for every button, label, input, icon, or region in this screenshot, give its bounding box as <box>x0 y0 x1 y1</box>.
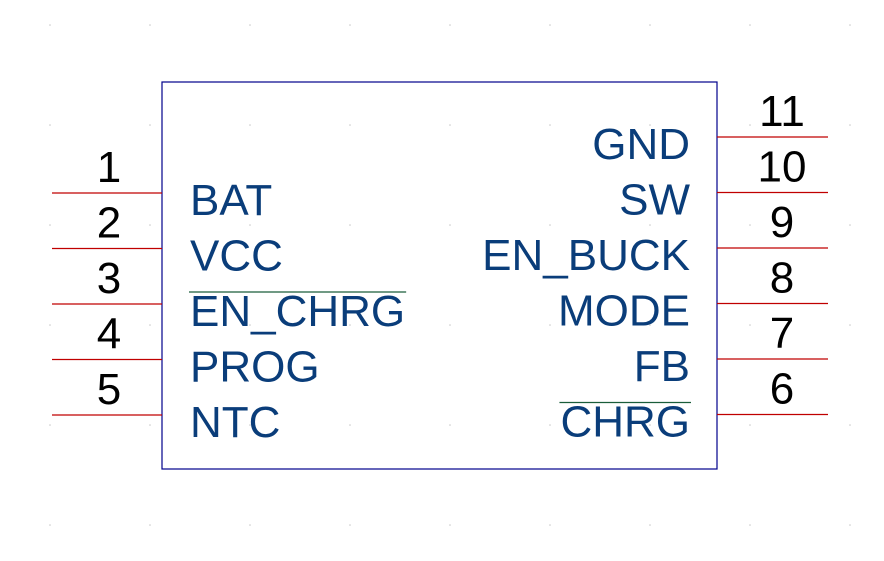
grid-dot <box>549 124 551 126</box>
pin-name: EN_BUCK <box>482 231 690 280</box>
grid-dot <box>749 224 751 226</box>
grid-dot <box>649 424 651 426</box>
grid-dot <box>549 224 551 226</box>
grid-dot <box>549 424 551 426</box>
pin-number: 7 <box>770 309 794 358</box>
pin-name: NTC <box>190 398 280 447</box>
pin-9[interactable]: 9EN_BUCK <box>482 198 828 280</box>
grid-dot <box>449 24 451 26</box>
grid-dot <box>149 324 151 326</box>
grid-dot <box>249 524 251 526</box>
grid-dot <box>749 424 751 426</box>
grid-dot <box>849 324 851 326</box>
grid-dot <box>849 524 851 526</box>
pin-number: 4 <box>97 310 121 359</box>
pin-number: 3 <box>97 254 121 303</box>
grid-dot <box>349 224 351 226</box>
grid-dot <box>249 424 251 426</box>
grid-dots <box>49 24 851 526</box>
grid-dot <box>349 124 351 126</box>
pin-name: PROG <box>190 343 320 392</box>
grid-dot <box>149 524 151 526</box>
grid-dot <box>49 324 51 326</box>
grid-dot <box>549 524 551 526</box>
grid-dot <box>749 124 751 126</box>
grid-dot <box>649 24 651 26</box>
grid-dot <box>649 324 651 326</box>
pin-name: MODE <box>558 287 690 336</box>
grid-dot <box>749 524 751 526</box>
grid-dot <box>349 324 351 326</box>
pin-number: 8 <box>770 254 794 303</box>
pin-name: GND <box>592 120 690 169</box>
grid-dot <box>649 524 651 526</box>
grid-dot <box>349 24 351 26</box>
pin-number: 2 <box>97 199 121 248</box>
pin-name: SW <box>619 176 690 225</box>
grid-dot <box>449 324 451 326</box>
grid-dot <box>849 224 851 226</box>
grid-dot <box>749 324 751 326</box>
pin-7[interactable]: 7FB <box>634 309 828 391</box>
grid-dot <box>549 324 551 326</box>
grid-dot <box>649 124 651 126</box>
grid-dot <box>449 524 451 526</box>
grid-dot <box>449 224 451 226</box>
grid-dot <box>349 424 351 426</box>
pin-number: 5 <box>97 365 121 414</box>
grid-dot <box>449 124 451 126</box>
pin-number: 10 <box>758 143 807 192</box>
pin-3[interactable]: 3EN_CHRG <box>52 254 405 336</box>
grid-dot <box>249 24 251 26</box>
pin-name: FB <box>634 342 690 391</box>
pin-name: VCC <box>190 232 283 281</box>
grid-dot <box>449 424 451 426</box>
grid-dot <box>849 24 851 26</box>
grid-dot <box>49 124 51 126</box>
grid-dot <box>249 224 251 226</box>
pin-number: 11 <box>759 87 805 136</box>
pin-name: CHRG <box>560 398 690 447</box>
grid-dot <box>849 124 851 126</box>
pin-name: BAT <box>190 176 272 225</box>
grid-dot <box>149 224 151 226</box>
grid-dot <box>149 424 151 426</box>
component-body <box>161 81 718 470</box>
grid-dot <box>49 424 51 426</box>
grid-dot <box>749 24 751 26</box>
grid-dot <box>149 124 151 126</box>
pin-number: 6 <box>770 365 794 414</box>
grid-dot <box>49 224 51 226</box>
grid-dot <box>49 24 51 26</box>
grid-dot <box>349 524 351 526</box>
grid-dot <box>849 424 851 426</box>
grid-dot <box>549 24 551 26</box>
pin-number: 9 <box>770 198 794 247</box>
grid-dot <box>249 124 251 126</box>
grid-dot <box>149 24 151 26</box>
pin-number: 1 <box>97 143 121 192</box>
pin-name: EN_CHRG <box>190 287 405 336</box>
grid-dot <box>649 224 651 226</box>
grid-dot <box>49 524 51 526</box>
grid-dot <box>249 324 251 326</box>
